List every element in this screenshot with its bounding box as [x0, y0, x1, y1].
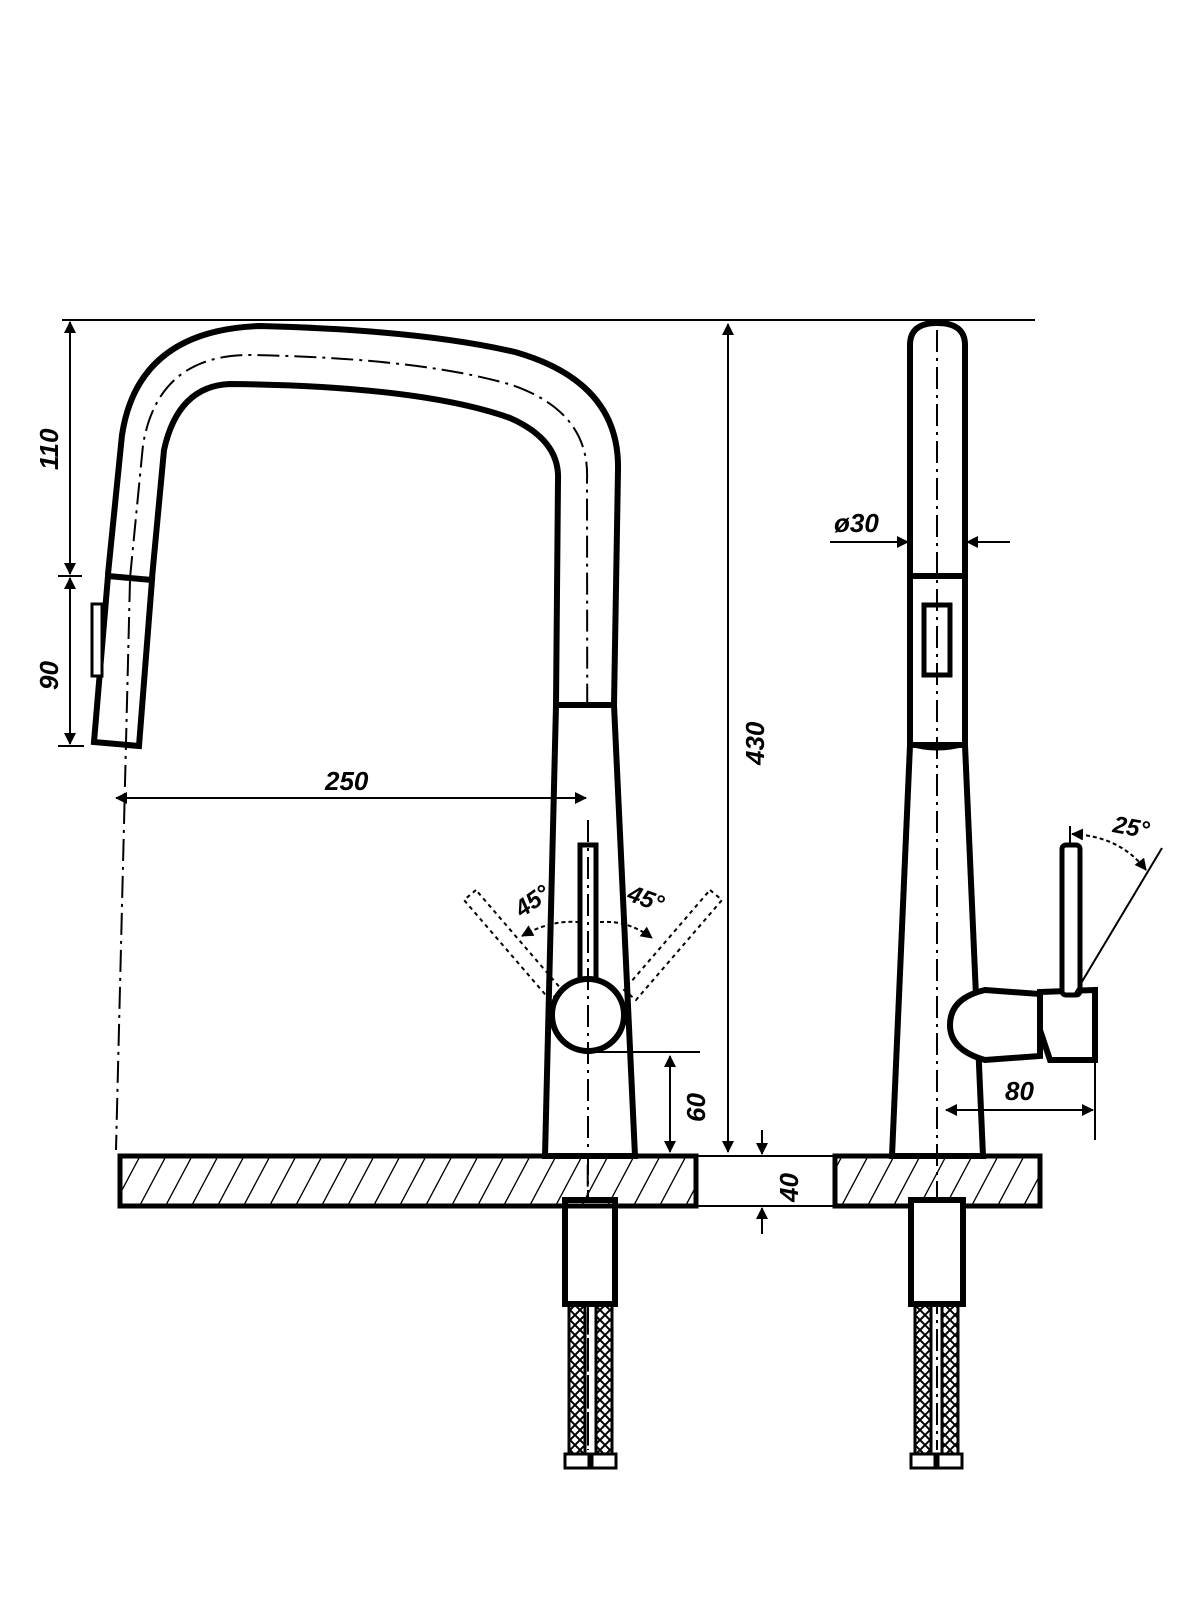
hose-left [567, 1302, 587, 1456]
dim-25-label: 25° [1110, 811, 1152, 844]
side-view [888, 319, 1163, 1470]
spout-inner-contour [149, 380, 562, 706]
hose-right-fitting [590, 1452, 618, 1470]
dim-430-label: 430 [740, 721, 770, 766]
dim-90-label: 90 [34, 661, 64, 690]
dim-60-label: 60 [681, 1093, 711, 1122]
hose-right [594, 1302, 614, 1456]
side-hose-left [913, 1302, 933, 1456]
spout-outer-contour [105, 322, 622, 706]
side-hose-left-fitting [909, 1452, 937, 1470]
dim-45-right-label: 45° [623, 880, 668, 918]
dim-45-right-arc [599, 920, 653, 939]
dim-25-arc [1071, 828, 1147, 871]
pullout-centerline [115, 579, 131, 1151]
dim-45-left-arc [521, 920, 579, 937]
dim-250-label: 250 [324, 766, 369, 796]
dim-dia30-label: ø30 [834, 508, 879, 538]
dim-80-label: 80 [1005, 1076, 1034, 1106]
pullout-head [90, 572, 156, 750]
lever-left-ghost [462, 888, 564, 1002]
side-shank [908, 1197, 966, 1307]
side-hose-right [940, 1302, 960, 1456]
side-handle-body [946, 986, 1043, 1064]
front-view [90, 322, 724, 1470]
lever-right-ghost [622, 888, 724, 1002]
pullout-button [90, 602, 104, 678]
dim-110-label: 110 [34, 428, 64, 470]
countertop-section-left [117, 1153, 699, 1209]
front-shank [562, 1197, 618, 1307]
side-lever-tilt-line [1073, 847, 1163, 996]
hose-left-fitting [563, 1452, 591, 1470]
side-handle-cap [1037, 986, 1098, 1063]
side-lever [1059, 842, 1083, 998]
side-hose-right-fitting [936, 1452, 964, 1470]
dim-40-label: 40 [774, 1173, 804, 1203]
